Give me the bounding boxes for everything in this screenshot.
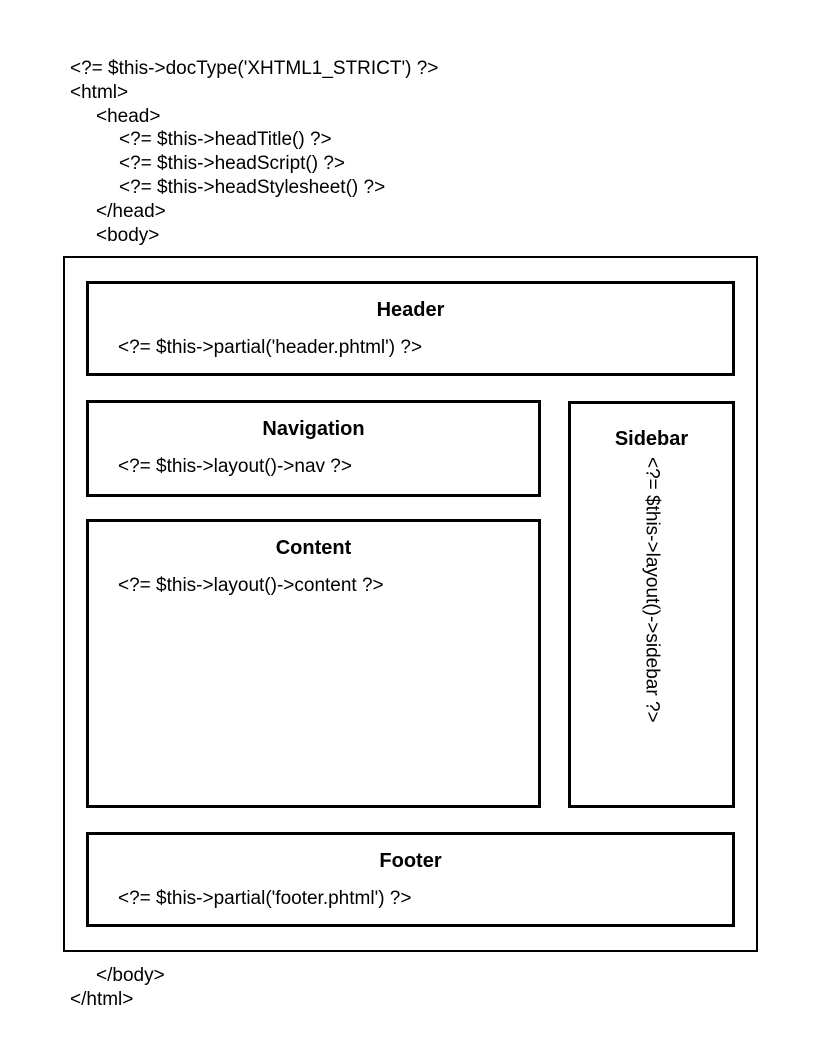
footer-box-code: <?= $this->partial('footer.phtml') ?> (118, 888, 412, 909)
code-line-head-stylesheet: <?= $this->headStylesheet() ?> (119, 176, 386, 198)
sidebar-box-code: <?= $this->layout()->sidebar ?> (641, 457, 663, 723)
bottom-code-block: </body> </html> (70, 964, 165, 1012)
code-line-body-open: <body> (96, 224, 160, 246)
content-box-title: Content (275, 537, 352, 559)
code-line-doctype: <?= $this->docType('XHTML1_STRICT') ?> (70, 58, 439, 79)
code-line-html-open: <html> (70, 81, 129, 103)
code-line-html-close: </html> (70, 988, 134, 1010)
sidebar-box-title: Sidebar (614, 428, 689, 450)
content-box-code: <?= $this->layout()->content ?> (118, 575, 384, 596)
navigation-box: Navigation <?= $this->layout()->nav ?> (86, 400, 541, 497)
sidebar-box: Sidebar <?= $this->layout()->sidebar ?> (568, 401, 735, 808)
navigation-box-title: Navigation (262, 418, 365, 440)
header-box: Header <?= $this->partial('header.phtml'… (86, 281, 735, 376)
code-line-head-close: </head> (96, 200, 166, 222)
top-code-block: <?= $this->docType('XHTML1_STRICT') ?> <… (70, 57, 438, 247)
navigation-box-code: <?= $this->layout()->nav ?> (118, 456, 352, 477)
content-box: Content <?= $this->layout()->content ?> (86, 519, 541, 808)
code-line-head-open: <head> (96, 105, 161, 127)
code-line-head-script: <?= $this->headScript() ?> (119, 153, 346, 175)
footer-box: Footer <?= $this->partial('footer.phtml'… (86, 832, 735, 927)
code-line-body-close: </body> (96, 965, 165, 986)
header-box-title: Header (376, 299, 445, 321)
code-line-head-title: <?= $this->headTitle() ?> (119, 129, 332, 151)
header-box-code: <?= $this->partial('header.phtml') ?> (118, 337, 423, 358)
body-frame: Header <?= $this->partial('header.phtml'… (63, 256, 758, 952)
footer-box-title: Footer (379, 850, 442, 872)
